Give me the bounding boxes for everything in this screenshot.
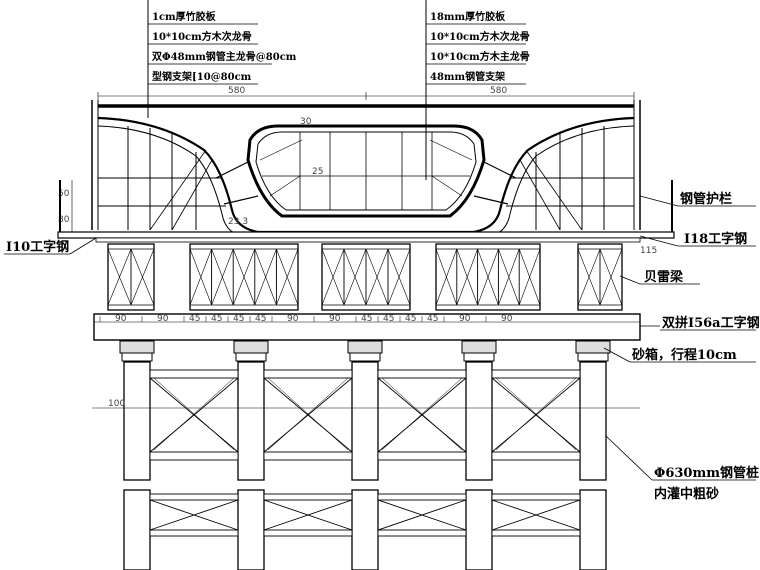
i56a-spacing-label: 90 (287, 314, 299, 324)
dim-right-115: 115 (640, 246, 657, 256)
left-vertical-dims: 50 80 (58, 180, 73, 232)
pile (461, 340, 497, 570)
bailey-panel (321, 243, 411, 311)
i56a-spacing-label: 45 (189, 314, 200, 324)
top-notes-right: 18mm厚竹胶板 10*10cm方木次龙骨 10*10cm方木主龙骨 48mm钢… (425, 0, 530, 180)
dim-inner-23-3: 23.3 (228, 217, 248, 227)
i56a-spacing-label: 45 (255, 314, 266, 324)
bailey-panel (189, 243, 299, 311)
left-wing-support (98, 126, 259, 231)
label-i10: I10工字钢 (6, 239, 69, 255)
steel-piles (119, 340, 611, 570)
dim-inner-25: 25 (312, 167, 323, 177)
dim-pile-span: 100 (108, 399, 125, 409)
top-dimension: 580 580 (97, 86, 635, 100)
label-i56a: 双拼I56a工字钢 (662, 315, 760, 331)
label-i18: I18工字钢 (684, 231, 747, 247)
bailey-panel (435, 243, 541, 311)
note-right-4: 48mm钢管支架 (430, 70, 505, 83)
bracing-bay (491, 369, 581, 537)
note-right-1: 18mm厚竹胶板 (430, 10, 506, 23)
bracing-bay (263, 369, 353, 537)
note-right-3: 10*10cm方木主龙骨 (430, 50, 530, 63)
dim-left-80: 80 (58, 215, 70, 225)
inner-cell: 30 25 23.3 (228, 117, 486, 227)
top-notes-left: 1cm厚竹胶板 10*10cm方木次龙骨 双Φ48mm钢管主龙骨@80cm 型钢… (147, 0, 297, 118)
i56a-spacing-label: 45 (405, 314, 416, 324)
deck-slab (91, 100, 641, 230)
i56a-beam: 90 90 45 45 45 45 90 90 45 45 45 45 90 90 (93, 313, 641, 341)
label-sandbox: 砂箱，行程10cm (631, 347, 737, 363)
note-left-4: 型钢支架[10@80cm (152, 70, 252, 83)
i56a-spacing-label: 90 (157, 314, 169, 324)
bailey-panel (577, 243, 623, 311)
pile-span-dim: 100 (92, 399, 640, 409)
label-bailey: 贝雷梁 (644, 269, 684, 285)
pile (347, 340, 383, 570)
note-left-3: 双Φ48mm钢管主龙骨@80cm (152, 50, 297, 63)
pile (575, 340, 611, 570)
pile (119, 340, 155, 570)
bracing-bay (149, 369, 239, 537)
callouts: 钢管护栏 I18工字钢 115 贝雷梁 双拼I56a工字钢 砂箱，行程10cm … (603, 191, 760, 502)
callout-i10: I10工字钢 (4, 237, 97, 255)
dim-top-left: 580 (228, 86, 245, 96)
i56a-spacing-label: 45 (361, 314, 372, 324)
label-pile-2: 内灌中粗砂 (654, 486, 719, 502)
bailey-panel (107, 243, 155, 311)
label-guardrail: 钢管护栏 (680, 191, 732, 207)
dim-left-50: 50 (58, 189, 70, 199)
bracing-bay (377, 369, 467, 537)
i56a-spacing-label: 90 (115, 314, 127, 324)
bailey-beams (107, 243, 623, 311)
note-left-1: 1cm厚竹胶板 (152, 10, 217, 23)
i56a-spacing-label: 45 (383, 314, 394, 324)
pile-bracing (149, 369, 581, 537)
i56a-spacing-label: 45 (427, 314, 438, 324)
label-pile-1: Φ630mm钢管桩 (654, 465, 759, 481)
pile (233, 340, 269, 570)
i56a-spacing-label: 90 (459, 314, 471, 324)
note-right-2: 10*10cm方木次龙骨 (430, 30, 530, 43)
right-wing-support (473, 126, 634, 231)
i56a-spacing-label: 90 (329, 314, 341, 324)
note-left-2: 10*10cm方木次龙骨 (152, 30, 252, 43)
i56a-spacing-label: 45 (233, 314, 244, 324)
dim-inner-30: 30 (300, 117, 312, 127)
i56a-spacing-label: 90 (501, 314, 513, 324)
i56a-spacing-label: 45 (211, 314, 222, 324)
i18-beam (57, 231, 675, 243)
dim-top-right: 580 (490, 86, 507, 96)
